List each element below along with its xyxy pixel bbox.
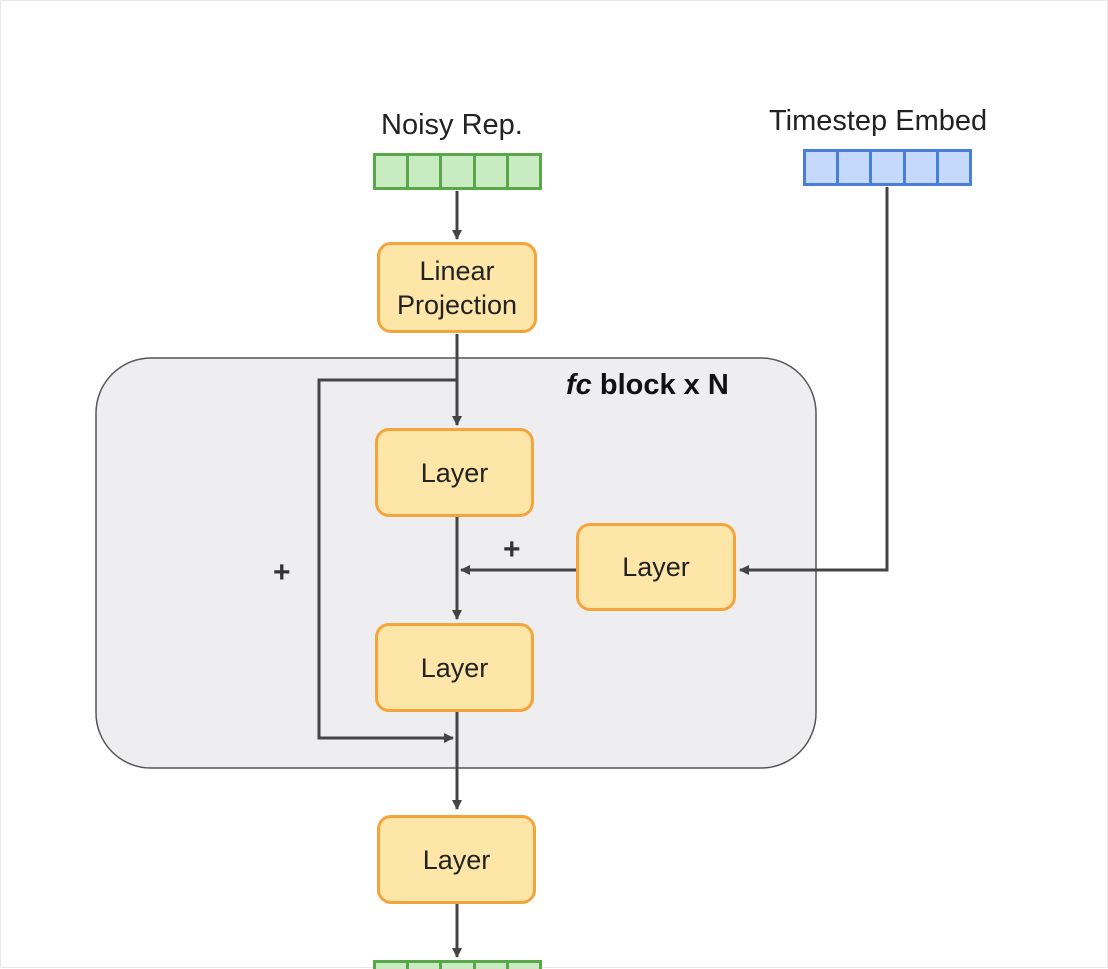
- output-vector: [373, 960, 542, 969]
- embed-layer-node: Layer: [576, 523, 736, 611]
- fc-block-suffix: block x N: [591, 369, 729, 401]
- vector-cell: [806, 152, 840, 183]
- vector-cell: [839, 152, 873, 183]
- embed-plus-sign: +: [503, 533, 521, 566]
- vector-cell: [508, 963, 540, 969]
- vector-cell: [905, 152, 939, 183]
- linear-projection-line1: Linear: [419, 255, 495, 286]
- layer-1-label: Layer: [420, 457, 489, 488]
- vector-cell: [872, 152, 906, 183]
- vector-cell: [938, 152, 970, 183]
- fc-block-label: fc block x N: [566, 369, 729, 402]
- linear-projection-node: Linear Projection: [377, 242, 537, 333]
- vector-cell: [409, 963, 443, 969]
- residual-plus-sign: +: [273, 556, 291, 589]
- layer-1-node: Layer: [375, 428, 534, 517]
- output-layer-node: Layer: [377, 815, 536, 904]
- vector-cell: [442, 156, 476, 187]
- vector-cell: [376, 963, 410, 969]
- noisy-rep-label: Noisy Rep.: [381, 109, 523, 141]
- fc-block-prefix: fc: [566, 369, 592, 401]
- output-layer-label: Layer: [422, 844, 491, 875]
- vector-cell: [376, 156, 410, 187]
- timestep-embed-vector: [803, 149, 972, 186]
- embed-layer-label: Layer: [622, 552, 690, 582]
- layer-2-label: Layer: [420, 652, 489, 683]
- timestep-embed-label: Timestep Embed: [769, 105, 988, 137]
- linear-projection-line2: Projection: [396, 289, 518, 320]
- layer-2-node: Layer: [375, 623, 534, 712]
- vector-cell: [475, 156, 509, 187]
- vector-cell: [508, 156, 540, 187]
- vector-cell: [409, 156, 443, 187]
- vector-cell: [442, 963, 476, 969]
- arrow-timestep-to-embed-layer: [739, 187, 889, 575]
- residual-skip-connection: [317, 378, 457, 743]
- vector-cell: [475, 963, 509, 969]
- noisy-rep-vector: [373, 153, 542, 190]
